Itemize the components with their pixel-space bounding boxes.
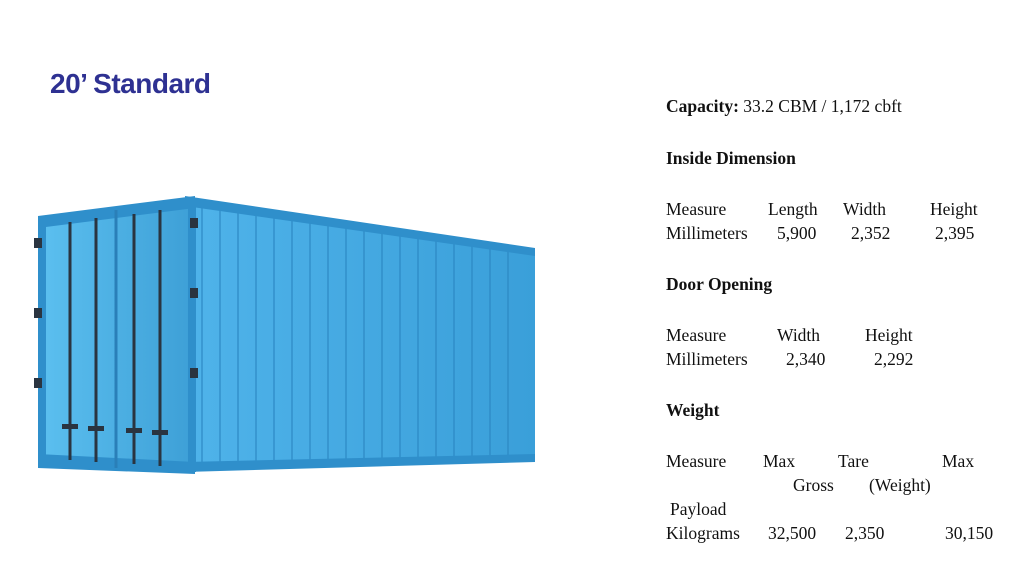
header-cell: Measure xyxy=(666,325,727,345)
door-opening-heading: Door Opening xyxy=(666,274,773,294)
value-cell: 2,292 xyxy=(874,349,914,369)
value-cell: 2,395 xyxy=(935,223,975,243)
weight-heading: Weight xyxy=(666,400,720,420)
inside-dimension-header-row: Measure Length Width Height xyxy=(666,197,1016,221)
door-opening-header-row: Measure Width Height xyxy=(666,323,1016,347)
inside-dimension-value-row: Millimeters 5,900 2,352 2,395 xyxy=(666,221,1016,245)
shipping-container-image xyxy=(34,196,535,474)
header-cell: Length xyxy=(768,199,818,219)
specifications-panel: Capacity: 33.2 CBM / 1,172 cbft Inside D… xyxy=(666,94,1016,545)
value-cell: 2,350 xyxy=(845,523,885,543)
value-cell: 32,500 xyxy=(768,523,817,543)
header-cell: Tare xyxy=(838,451,869,471)
header-cell: Width xyxy=(777,325,821,345)
value-cell: Millimeters xyxy=(666,349,748,369)
value-cell: Millimeters xyxy=(666,223,748,243)
weight-value-row: Kilograms 32,500 2,350 30,150 xyxy=(666,521,1016,545)
capacity-value: 33.2 CBM / 1,172 cbft xyxy=(743,96,902,116)
value-cell: 30,150 xyxy=(945,523,994,543)
value-cell: 5,900 xyxy=(777,223,817,243)
door-opening-value-row: Millimeters 2,340 2,292 xyxy=(666,347,1016,371)
inside-dimension-heading: Inside Dimension xyxy=(666,148,796,168)
header-cell: Height xyxy=(865,325,913,345)
header-cell: Gross xyxy=(793,475,834,495)
header-cell: Max xyxy=(942,451,975,471)
header-cell: Width xyxy=(843,199,887,219)
header-cell: Max xyxy=(763,451,796,471)
weight-header-row-3: Payload xyxy=(666,497,1016,521)
capacity-label: Capacity: xyxy=(666,96,739,116)
page-title: 20’ Standard xyxy=(50,68,211,99)
value-cell: 2,352 xyxy=(851,223,891,243)
weight-header-row-2: Gross (Weight) xyxy=(666,473,1016,497)
capacity-line: Capacity: 33.2 CBM / 1,172 cbft xyxy=(666,94,1016,118)
header-cell: Measure xyxy=(666,451,727,471)
header-cell: (Weight) xyxy=(869,475,931,495)
header-cell: Payload xyxy=(670,499,727,519)
header-cell: Height xyxy=(930,199,978,219)
value-cell: Kilograms xyxy=(666,523,740,543)
weight-header-row-1: Measure Max Tare Max xyxy=(666,449,1016,473)
header-cell: Measure xyxy=(666,199,727,219)
value-cell: 2,340 xyxy=(786,349,826,369)
